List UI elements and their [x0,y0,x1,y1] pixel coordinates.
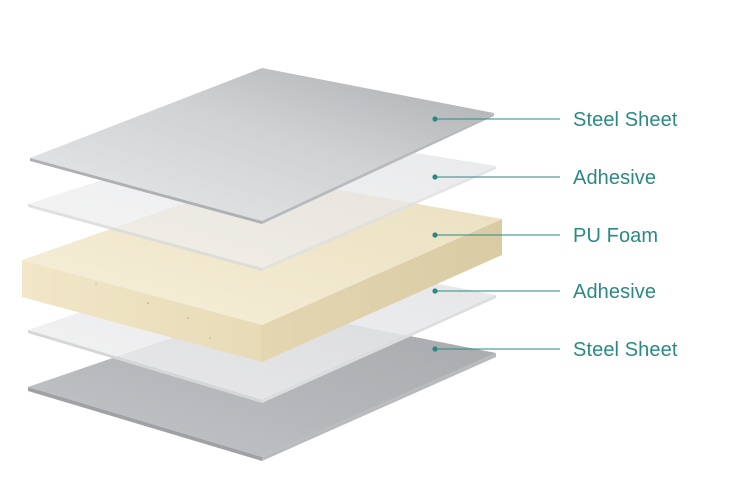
label-adhesive-top: Adhesive [573,167,657,189]
label-pu-foam: PU Foam [573,225,659,247]
leader-line-steel-sheet-top [432,116,560,122]
leader-line-adhesive-bottom [432,288,560,294]
leader-line-adhesive-top [432,174,560,180]
label-adhesive-bottom: Adhesive [573,281,657,303]
leader-line-pu-foam [432,232,560,238]
label-steel-sheet-bottom: Steel Sheet [573,339,678,361]
layer-steel-sheet-top [30,68,494,224]
leader-line-steel-sheet-bottom [432,346,560,352]
label-steel-sheet-top: Steel Sheet [573,109,678,131]
